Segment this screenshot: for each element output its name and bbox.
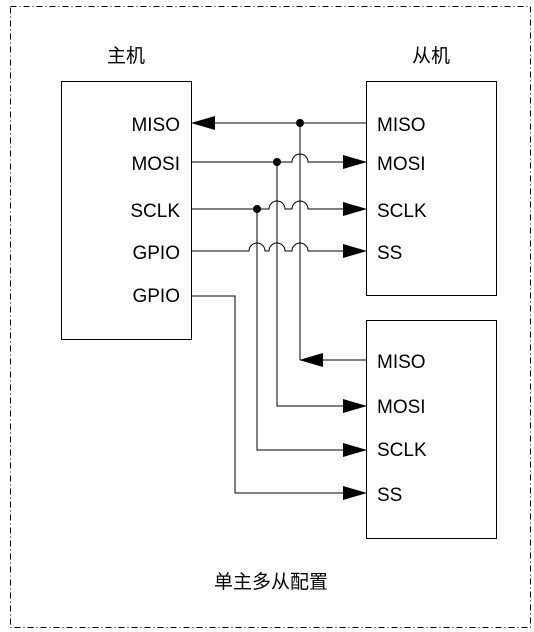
slave1-title: 从机 [412,45,450,67]
master-pin-miso: MISO [131,115,180,136]
master-pin-mosi: MOSI [131,154,180,175]
slave1-pin-ss: SS [377,243,402,264]
slave2-pin-miso: MISO [377,352,426,373]
wire-sclk-branch [256,209,367,457]
wire-sclk [192,200,367,216]
slave1-pin-mosi: MOSI [377,154,426,175]
slave2-pin-ss: SS [377,485,402,506]
slave2-pin-mosi: MOSI [377,397,426,418]
slave1-box [366,81,497,296]
master-pin-gpio1: GPIO [132,243,180,264]
slave2-box [366,320,497,539]
junction-miso [296,119,304,127]
slave1-pin-sclk: SCLK [377,201,427,222]
outer-frame [10,6,531,628]
slave2-pin-sclk: SCLK [377,440,427,461]
junction-mosi [273,158,281,166]
wire-ss2 [192,295,367,500]
junction-sclk [253,205,261,213]
diagram-caption: 单主多从配置 [214,571,328,593]
master-pin-gpio2: GPIO [132,286,180,307]
master-box [61,81,192,340]
slave1-pin-miso: MISO [377,115,426,136]
wire-mosi-branch [276,162,367,413]
wire-ss1 [192,242,367,258]
master-title: 主机 [107,45,145,67]
master-pin-sclk: SCLK [130,201,180,222]
